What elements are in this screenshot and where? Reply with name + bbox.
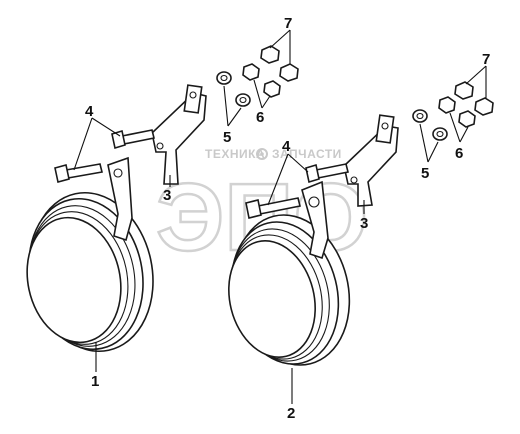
callout-6-left: 6 [256, 109, 264, 126]
callout-2: 2 [287, 405, 295, 422]
watermark-brand-left: ТЕХНИКА [205, 147, 265, 161]
bolt-left-upper [111, 129, 155, 150]
callout-4-right: 4 [282, 138, 291, 155]
bolt-left-lower [54, 163, 103, 183]
callout-3-right: 3 [360, 215, 368, 232]
washers-left [216, 71, 251, 107]
gear-icon [256, 148, 268, 160]
callout-4-left: 4 [85, 103, 94, 120]
callout-5-left: 5 [223, 129, 231, 146]
callout-3-left: 3 [163, 187, 171, 204]
nuts-left [242, 45, 299, 98]
horn-right [228, 214, 351, 366]
bracket-right [301, 114, 399, 260]
bracket-left [107, 84, 207, 242]
washers-right [412, 109, 448, 141]
callout-5-right: 5 [421, 165, 429, 182]
horn-left [26, 191, 154, 353]
watermark-brand-right: ЗАПЧАСТИ [272, 147, 342, 161]
nuts-right [438, 81, 494, 128]
bolt-right-lower [245, 197, 301, 219]
bolt-right-upper [305, 163, 349, 184]
callout-1: 1 [91, 373, 99, 390]
callout-7-left: 7 [284, 15, 292, 32]
callout-7-right: 7 [482, 51, 490, 68]
leader-lines [73, 29, 487, 404]
callout-6-right: 6 [455, 145, 463, 162]
callout-labels: 1 2 3 3 4 4 5 5 6 6 7 7 [85, 15, 490, 422]
